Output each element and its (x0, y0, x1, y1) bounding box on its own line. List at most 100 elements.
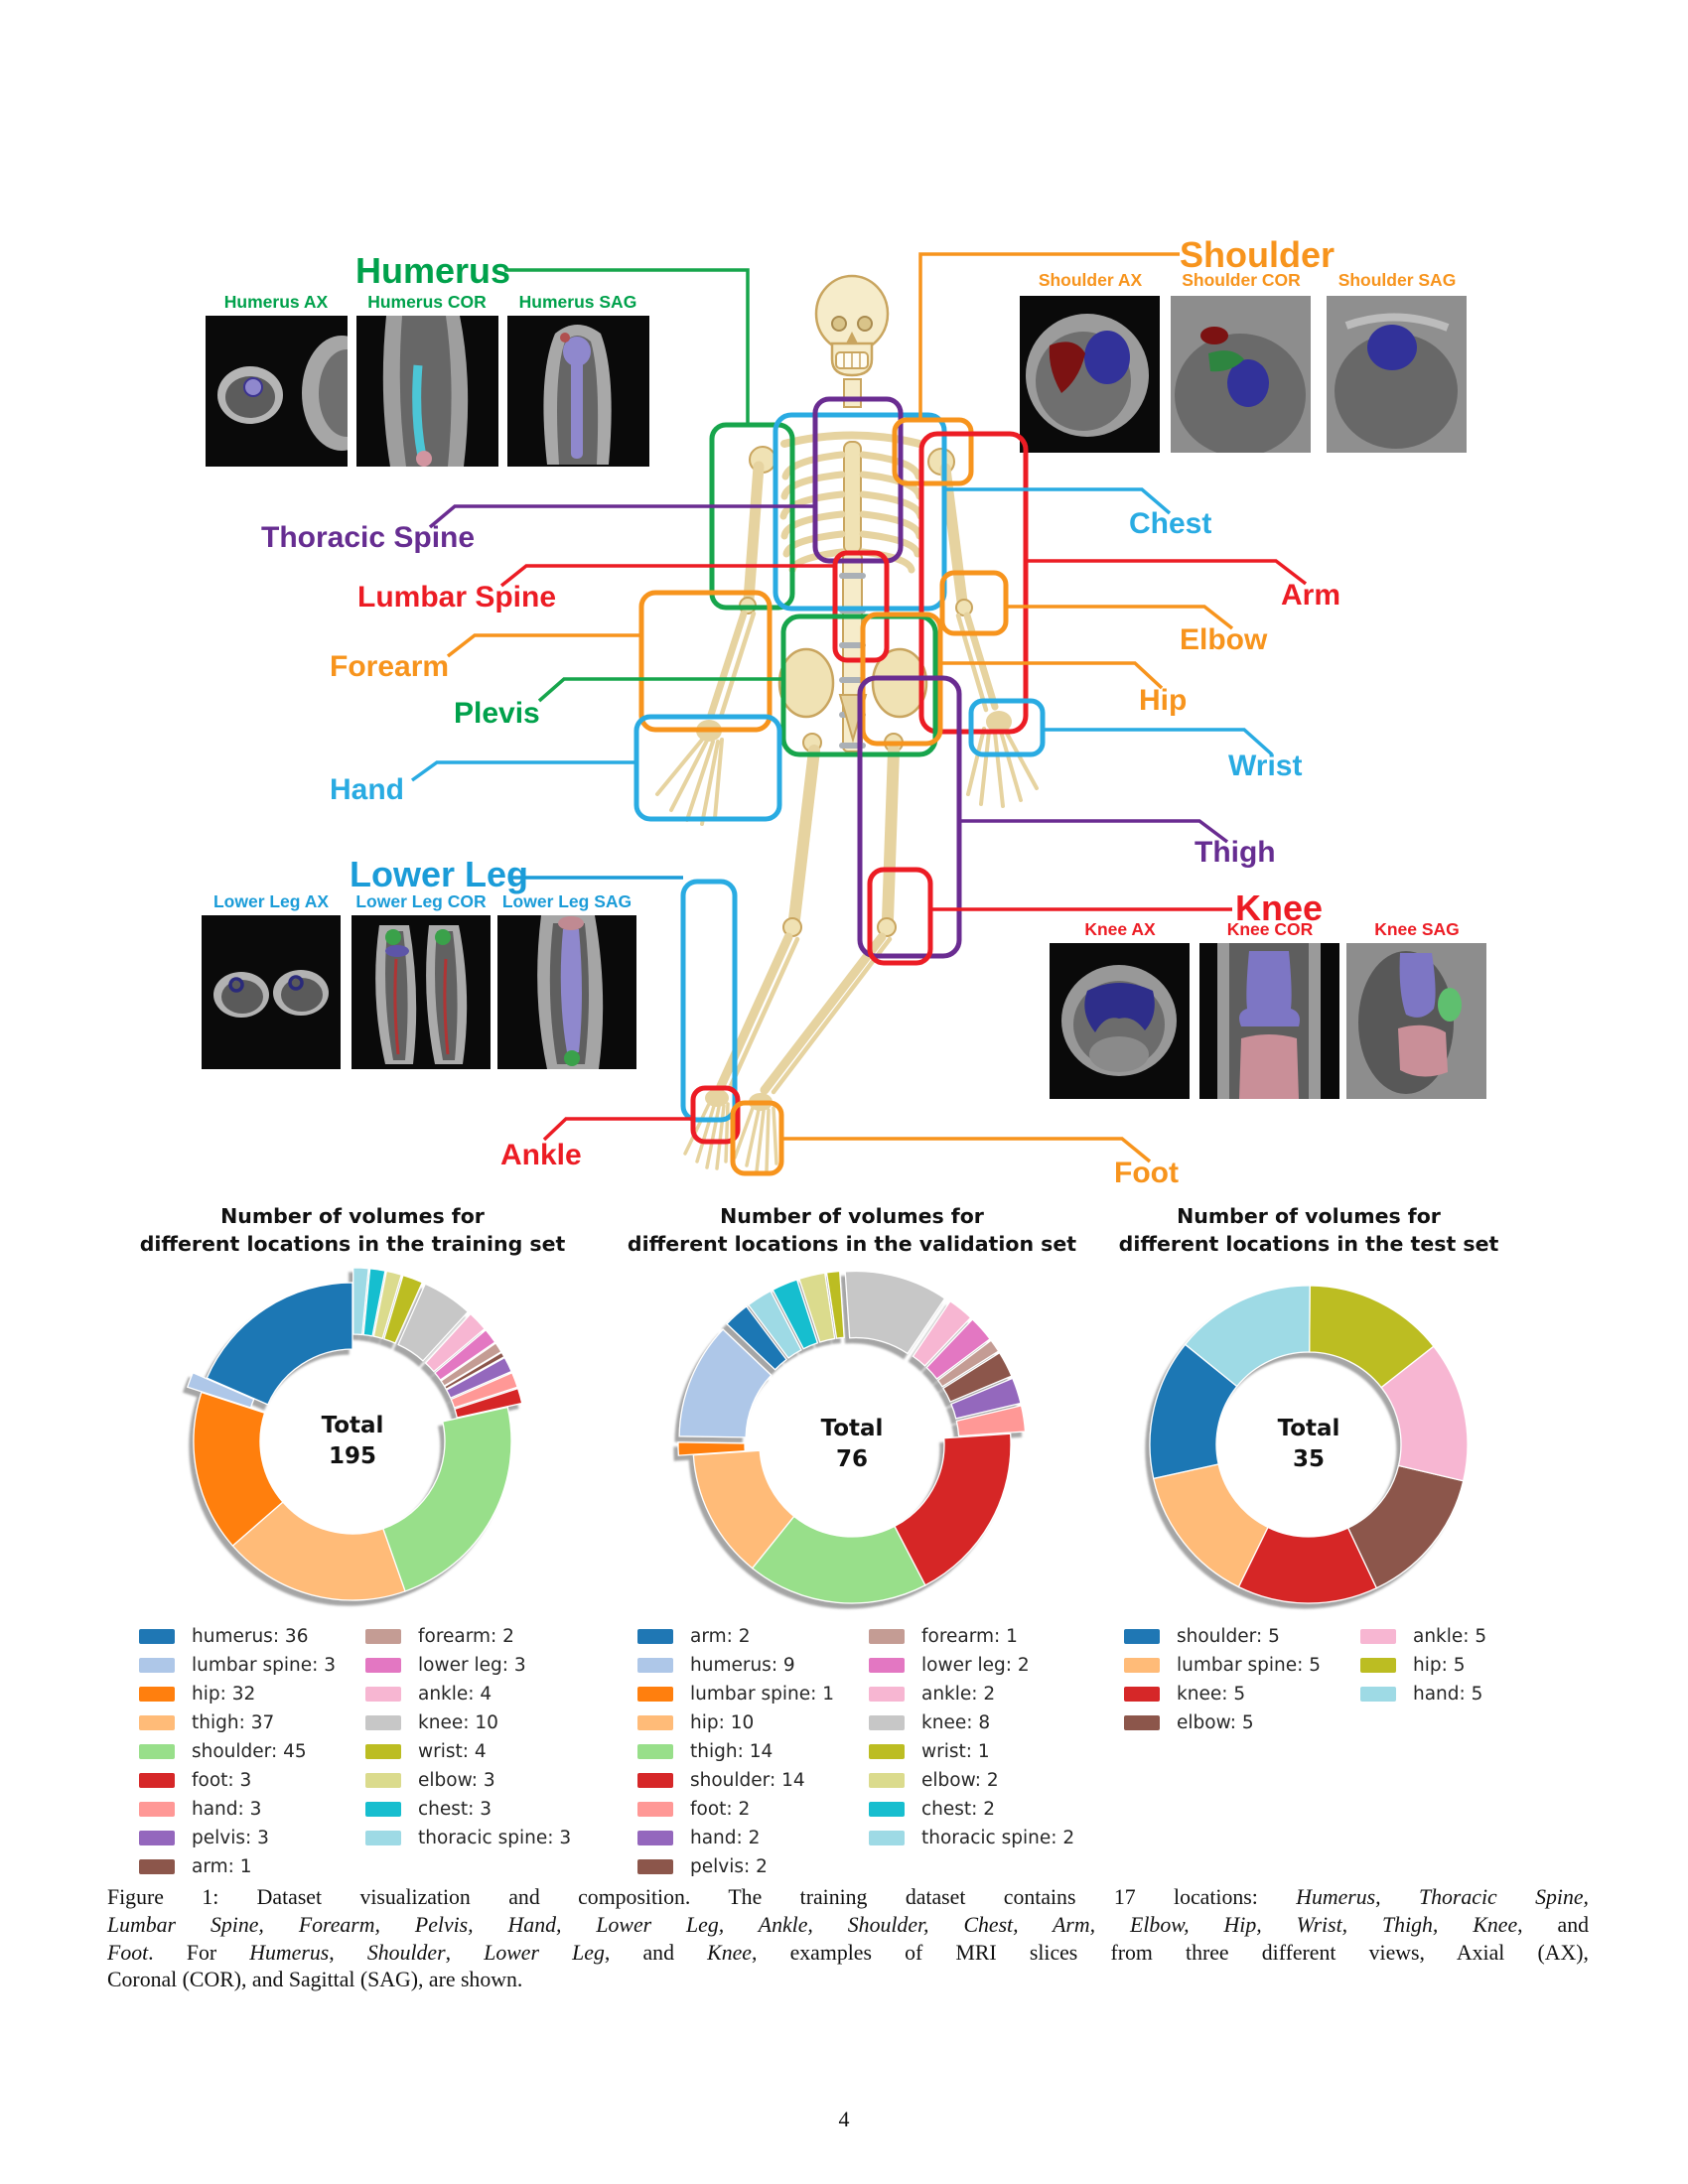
caption-line: Lumbar Spine, Forearm, Pelvis, Hand, Low… (107, 1912, 1589, 1937)
legend-item: hip: 5 (1413, 1655, 1466, 1676)
humerus-section-title: Humerus (355, 250, 511, 291)
donut-slice-knee (844, 1270, 946, 1355)
legend-swatch-lumbar-spine (139, 1658, 175, 1673)
legend-item: forearm: 2 (418, 1626, 514, 1647)
legend-item: elbow: 3 (418, 1770, 495, 1791)
legend-swatch-lumbar-spine (637, 1687, 673, 1702)
donut-slice-shoulder (1149, 1343, 1238, 1480)
legend-swatch-humerus (139, 1629, 175, 1644)
legend-swatch-foot (139, 1773, 175, 1788)
donut-slice-hip (692, 1449, 795, 1570)
test-total-label: Total (1277, 1416, 1340, 1441)
shoulder-section-title: Shoulder (1180, 234, 1336, 275)
legend-swatch-humerus (637, 1658, 673, 1673)
legend-item: hip: 32 (192, 1684, 256, 1705)
legend-item: wrist: 4 (418, 1741, 487, 1762)
training-donut-total: Total 195 (243, 1411, 462, 1472)
donut-slice-chest (772, 1279, 819, 1350)
forearm-label: Forearm (330, 650, 450, 683)
thigh-box (857, 675, 962, 959)
legend-item: knee: 10 (418, 1712, 498, 1733)
legend-item: shoulder: 45 (192, 1741, 307, 1762)
legend-item: thoracic spine: 2 (921, 1828, 1075, 1848)
training-total-value: 195 (328, 1443, 376, 1469)
skeleton-illustration (655, 274, 1039, 1173)
wrist-label: Wrist (1228, 750, 1303, 782)
legend-swatch-wrist (365, 1744, 401, 1759)
caption-line: Figure 1: Dataset visualization and comp… (107, 1885, 1589, 1909)
legend-swatch-knee (1124, 1687, 1160, 1702)
humerus-sag-label: Humerus SAG (518, 292, 637, 312)
validation-total-value: 76 (835, 1446, 868, 1472)
figure-caption: Figure 1: Dataset visualization and comp… (107, 1884, 1589, 1994)
hand-label: Hand (330, 773, 404, 806)
legend-item: pelvis: 2 (690, 1856, 768, 1877)
donut-slice-elbow (1346, 1464, 1465, 1589)
donut-slice-arm (726, 1305, 787, 1371)
legend-item: lumbar spine: 3 (192, 1655, 336, 1676)
legend-swatch-elbow (869, 1773, 905, 1788)
legend-swatch-hip (139, 1687, 175, 1702)
chest-label: Chest (1129, 507, 1212, 540)
legend-item: humerus: 36 (192, 1626, 309, 1647)
donut-slice-wrist (825, 1270, 845, 1339)
shoulder-sag-label: Shoulder SAG (1337, 270, 1457, 290)
legend-swatch-foot (637, 1802, 673, 1817)
legend-item: foot: 3 (192, 1770, 252, 1791)
ankle-box (690, 1085, 741, 1145)
donut-wedges (677, 1270, 1027, 1604)
legend-swatch-shoulder (637, 1773, 673, 1788)
test-total-value: 35 (1292, 1446, 1325, 1472)
lower-leg-ax-image (202, 915, 341, 1069)
donut-slice-hand (450, 1371, 519, 1409)
legend-item: hand: 5 (1413, 1684, 1483, 1705)
donut-slice-lower-leg (925, 1318, 991, 1380)
shoulder-ax-image (1020, 296, 1160, 453)
legend-item: arm: 1 (192, 1856, 252, 1877)
test-chart-title: Number of volumes for different location… (1051, 1203, 1567, 1258)
legend-swatch-lumbar-spine (1124, 1658, 1160, 1673)
legend-item: elbow: 2 (921, 1770, 999, 1791)
knee-sag-image (1346, 943, 1486, 1099)
validation-chart-title-line2: different locations in the validation se… (627, 1231, 1077, 1256)
donut-slice-ankle (424, 1312, 487, 1373)
donut-slice-knee (1237, 1526, 1378, 1604)
ankle-label: Ankle (500, 1139, 582, 1171)
validation-donut-total: Total 76 (743, 1414, 961, 1475)
donut-slice-ankle (1380, 1345, 1469, 1482)
thigh-label: Thigh (1195, 836, 1276, 869)
legend-swatch-arm (139, 1859, 175, 1874)
legend-swatch-elbow (365, 1773, 401, 1788)
donut-slice-thoracic-spine (352, 1267, 369, 1336)
legend-item: lumbar spine: 1 (690, 1684, 834, 1705)
donut-slice-knee (397, 1283, 470, 1362)
legend-swatch-pelvis (139, 1831, 175, 1845)
humerus-ax-image (206, 316, 348, 467)
leader-lines (410, 252, 1308, 1163)
legend-swatch-hand (139, 1802, 175, 1817)
hand-box (633, 714, 782, 822)
lower-leg-box (680, 879, 738, 1123)
legend-item: elbow: 5 (1177, 1712, 1254, 1733)
donut-slice-elbow (798, 1272, 836, 1343)
legend-swatch-hand (1360, 1687, 1396, 1702)
legend-item: chest: 2 (921, 1799, 996, 1820)
humerus-ax-label: Humerus AX (223, 292, 329, 312)
legend-item: thigh: 37 (192, 1712, 275, 1733)
donut-slice-elbow (372, 1270, 403, 1340)
legend-swatch-arm (637, 1629, 673, 1644)
legend-swatch-chest (365, 1802, 401, 1817)
figure-drawing (410, 252, 1308, 1176)
donut-slice-forearm (936, 1339, 1000, 1388)
donut-slice-hip (193, 1391, 284, 1548)
donut-slice-lumbar-spine (1152, 1463, 1269, 1588)
legend-item: hand: 2 (690, 1828, 761, 1848)
legend-item: foot: 2 (690, 1799, 751, 1820)
donut-wedges (186, 1267, 523, 1601)
humerus-sag-image (507, 316, 649, 467)
lower-leg-sag-image (497, 915, 636, 1069)
lower-leg-cor-image (352, 915, 491, 1069)
legend-swatch-ankle (365, 1687, 401, 1702)
legend-swatch-knee (365, 1715, 401, 1730)
caption-line: Foot. For Humerus, Shoulder, Lower Leg, … (107, 1940, 1589, 1965)
